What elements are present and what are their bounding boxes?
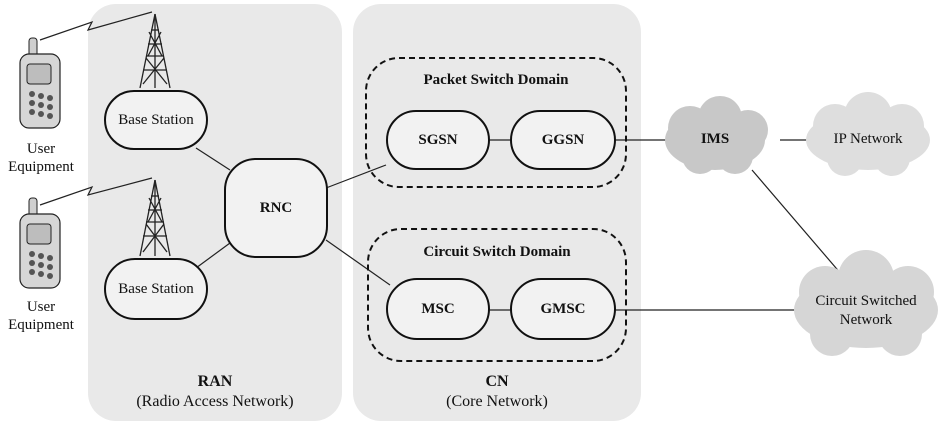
base-station-bottom: Base Station	[104, 258, 208, 320]
csn-line1: Circuit Switched	[815, 293, 917, 309]
rnc-node: RNC	[224, 158, 328, 258]
circuit-switch-domain	[367, 228, 627, 362]
phone-top-icon	[19, 37, 61, 129]
packet-switch-domain	[365, 57, 627, 188]
cn-title: CN	[485, 373, 509, 390]
circuit-switched-network-cloud-icon	[794, 250, 938, 356]
user-equipment-bottom-line1: User	[26, 299, 56, 315]
base-station-top: Base Station	[104, 90, 208, 150]
sgsn-label: SGSN	[418, 131, 458, 148]
packet-switch-domain-label: Packet Switch Domain	[423, 72, 569, 88]
msc-node: MSC	[386, 278, 490, 340]
user-equipment-top-label: User Equipment	[4, 140, 78, 176]
gmsc-node: GMSC	[510, 278, 616, 340]
ran-title: RAN	[197, 373, 233, 390]
link-rnc-msc	[325, 239, 391, 286]
csn-line2: Network	[839, 312, 893, 328]
user-equipment-bottom-label: User Equipment	[4, 298, 78, 334]
link-bs-bottom-rnc	[195, 242, 231, 269]
cn-caption: CN (Core Network)	[353, 372, 641, 412]
link-bs-top-rnc	[195, 147, 231, 171]
gmsc-label: GMSC	[540, 300, 586, 317]
msc-label: MSC	[421, 300, 455, 317]
ip-network-label: IP Network	[833, 131, 903, 147]
ims-cloud-icon	[665, 96, 768, 174]
radio-link-top-icon	[39, 11, 153, 41]
phone-bottom-icon	[19, 197, 61, 289]
cn-subtitle: (Core Network)	[446, 393, 548, 410]
ggsn-label: GGSN	[541, 131, 585, 148]
user-equipment-bottom-line2: Equipment	[8, 317, 74, 333]
ims-label: IMS	[700, 131, 730, 147]
ran-caption: RAN (Radio Access Network)	[88, 372, 342, 412]
user-equipment-top-line1: User	[26, 141, 56, 157]
tower-top-icon	[139, 13, 171, 89]
sgsn-node: SGSN	[386, 110, 490, 170]
radio-link-bottom-icon	[39, 177, 153, 206]
base-station-bottom-label: Base Station	[118, 280, 194, 297]
user-equipment-top-line2: Equipment	[8, 159, 74, 175]
ip-network-cloud-icon	[806, 92, 930, 176]
ggsn-node: GGSN	[510, 110, 616, 170]
rnc-label: RNC	[259, 199, 293, 216]
circuit-switch-domain-label: Circuit Switch Domain	[423, 244, 571, 260]
ran-subtitle: (Radio Access Network)	[136, 393, 294, 410]
circuit-switched-network-label: Circuit Switched Network	[796, 292, 936, 330]
link-ims-csn	[751, 169, 849, 283]
tower-bottom-icon	[139, 179, 171, 257]
base-station-top-label: Base Station	[118, 111, 194, 128]
